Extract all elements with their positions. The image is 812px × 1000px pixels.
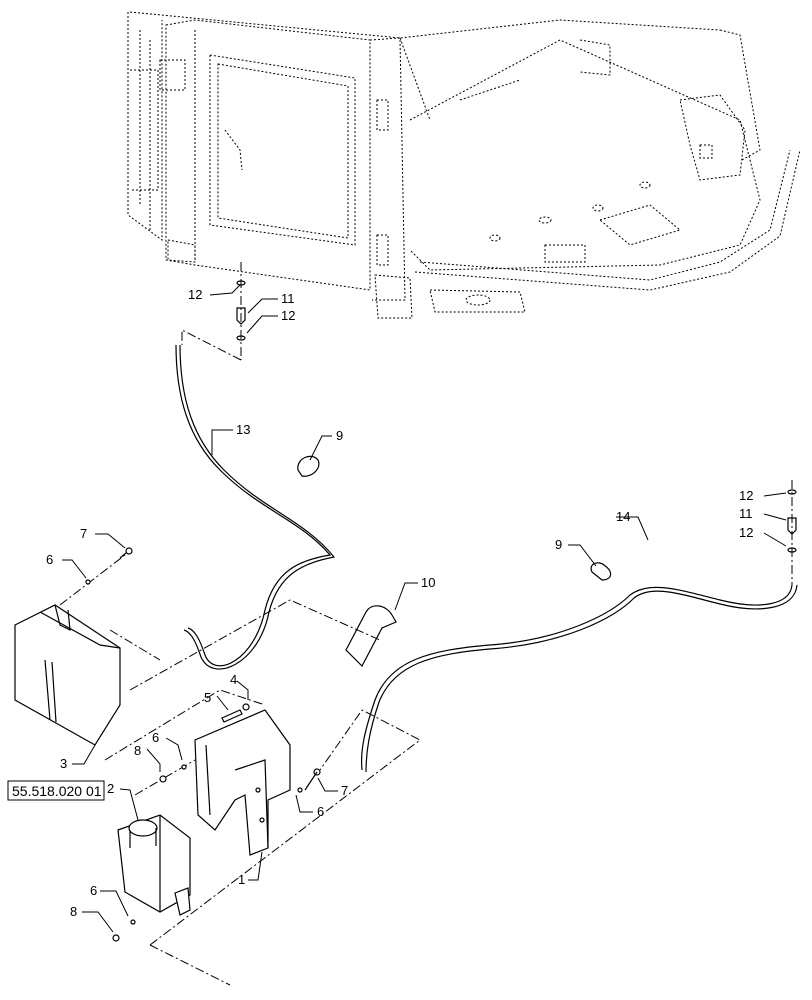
callout-9: 9: [336, 428, 343, 443]
callout-14: 14: [616, 509, 630, 524]
callout-5: 5: [204, 690, 211, 705]
callout-11: 11: [281, 291, 295, 306]
connector-line: [181, 329, 242, 361]
reservoir-2: [117, 814, 191, 916]
callout-11: 11: [739, 506, 753, 521]
callout-6: 6: [317, 804, 324, 819]
clip-9-left: [297, 455, 320, 477]
upper-fitting-left: [236, 262, 246, 360]
callout-1: 1: [238, 872, 245, 887]
callout-12: 12: [739, 525, 753, 540]
clip-9-right: [590, 562, 612, 581]
reference-box[interactable]: 55.518.020 01: [7, 780, 105, 801]
callout-9: 9: [555, 537, 562, 552]
callout-6: 6: [90, 883, 97, 898]
leaders: [62, 284, 787, 933]
callout-13: 13: [236, 422, 250, 437]
fasteners: [85, 547, 321, 942]
reference-label[interactable]: 55.518.020 01: [12, 783, 102, 799]
callout-7: 7: [341, 783, 348, 798]
bracket-1: [194, 709, 291, 856]
callout-7: 7: [80, 526, 87, 541]
upper-fitting-right: [787, 480, 797, 585]
callout-6: 6: [46, 552, 53, 567]
callout-12: 12: [188, 287, 202, 302]
callout-labels: 12 11 12 13 9 7 6 10 9 14 12 11 12 4 5 6…: [46, 287, 753, 919]
hose-13: [175, 344, 336, 670]
callout-10: 10: [421, 575, 435, 590]
callout-8: 8: [70, 904, 77, 919]
callout-12: 12: [739, 488, 753, 503]
shield-3: [14, 604, 121, 746]
callout-6: 6: [152, 730, 159, 745]
hose-14: [360, 584, 798, 773]
callout-3: 3: [60, 756, 67, 771]
cab-frame: [127, 11, 801, 319]
callout-4: 4: [230, 672, 237, 687]
callout-2: 2: [107, 781, 114, 796]
callout-12: 12: [281, 308, 295, 323]
callout-8: 8: [134, 743, 141, 758]
